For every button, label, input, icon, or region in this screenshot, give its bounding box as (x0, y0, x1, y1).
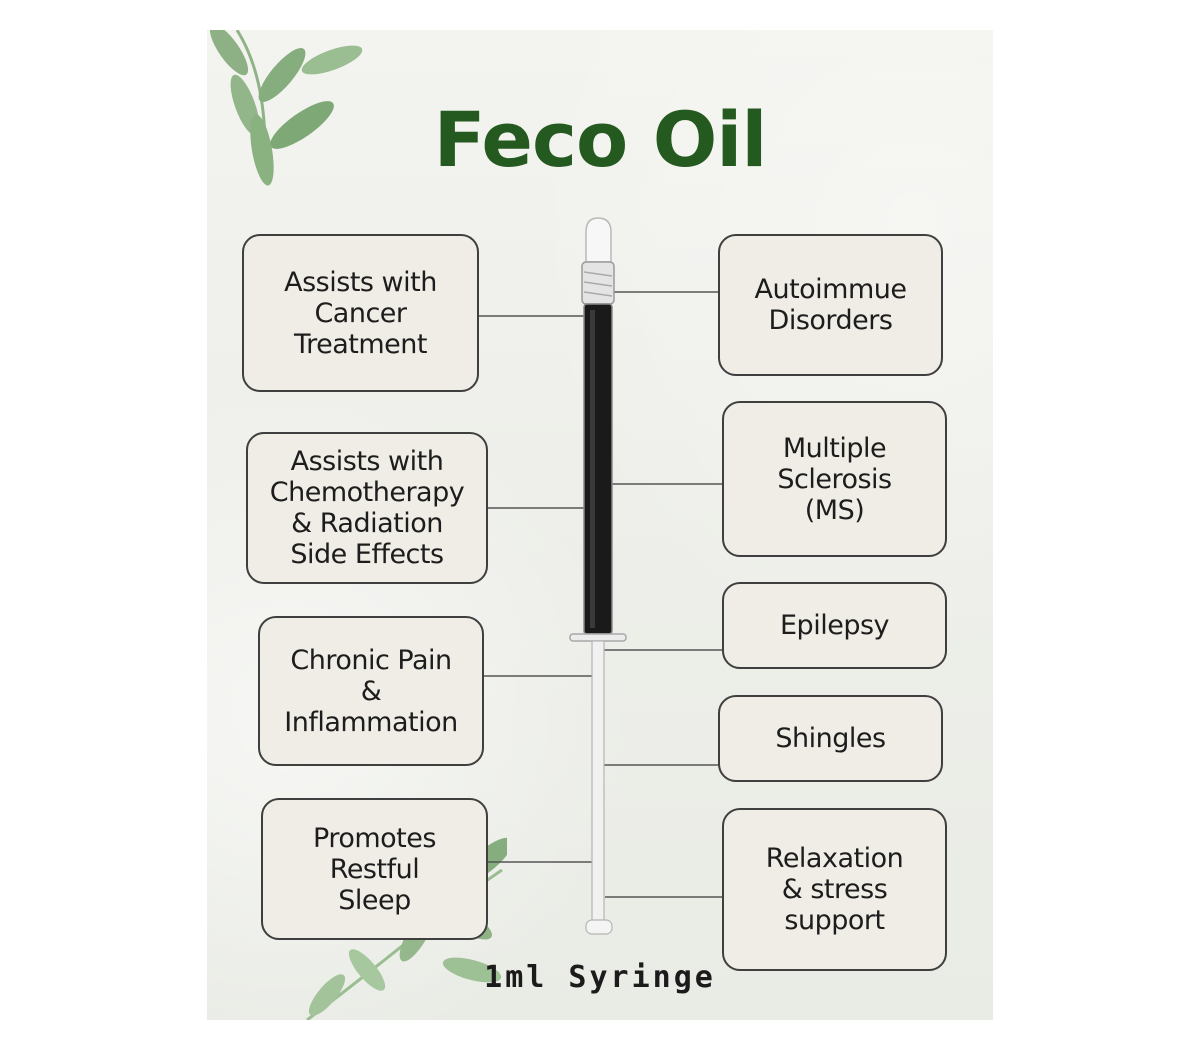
benefit-card-chronic-pain: Chronic Pain & Inflammation (258, 616, 484, 766)
page-title: Feco Oil (433, 95, 768, 184)
leaf-branch-icon (209, 30, 363, 186)
benefit-card-cancer-treatment: Assists with Cancer Treatment (242, 234, 479, 392)
benefit-card-chemotherapy-side-effects: Assists with Chemotherapy & Radiation Si… (246, 432, 488, 584)
connector-lines (478, 291, 723, 898)
benefit-card-restful-sleep: Promotes Restful Sleep (261, 798, 488, 940)
syringe-caption: 1ml Syringe (484, 960, 716, 995)
benefit-card-shingles: Shingles (718, 695, 943, 782)
syringe-icon (569, 217, 627, 935)
benefit-card-epilepsy: Epilepsy (722, 582, 947, 669)
benefit-card-autoimmune: Autoimmue Disorders (718, 234, 943, 376)
benefit-card-multiple-sclerosis: Multiple Sclerosis (MS) (722, 401, 947, 557)
benefit-card-relaxation: Relaxation & stress support (722, 808, 947, 971)
